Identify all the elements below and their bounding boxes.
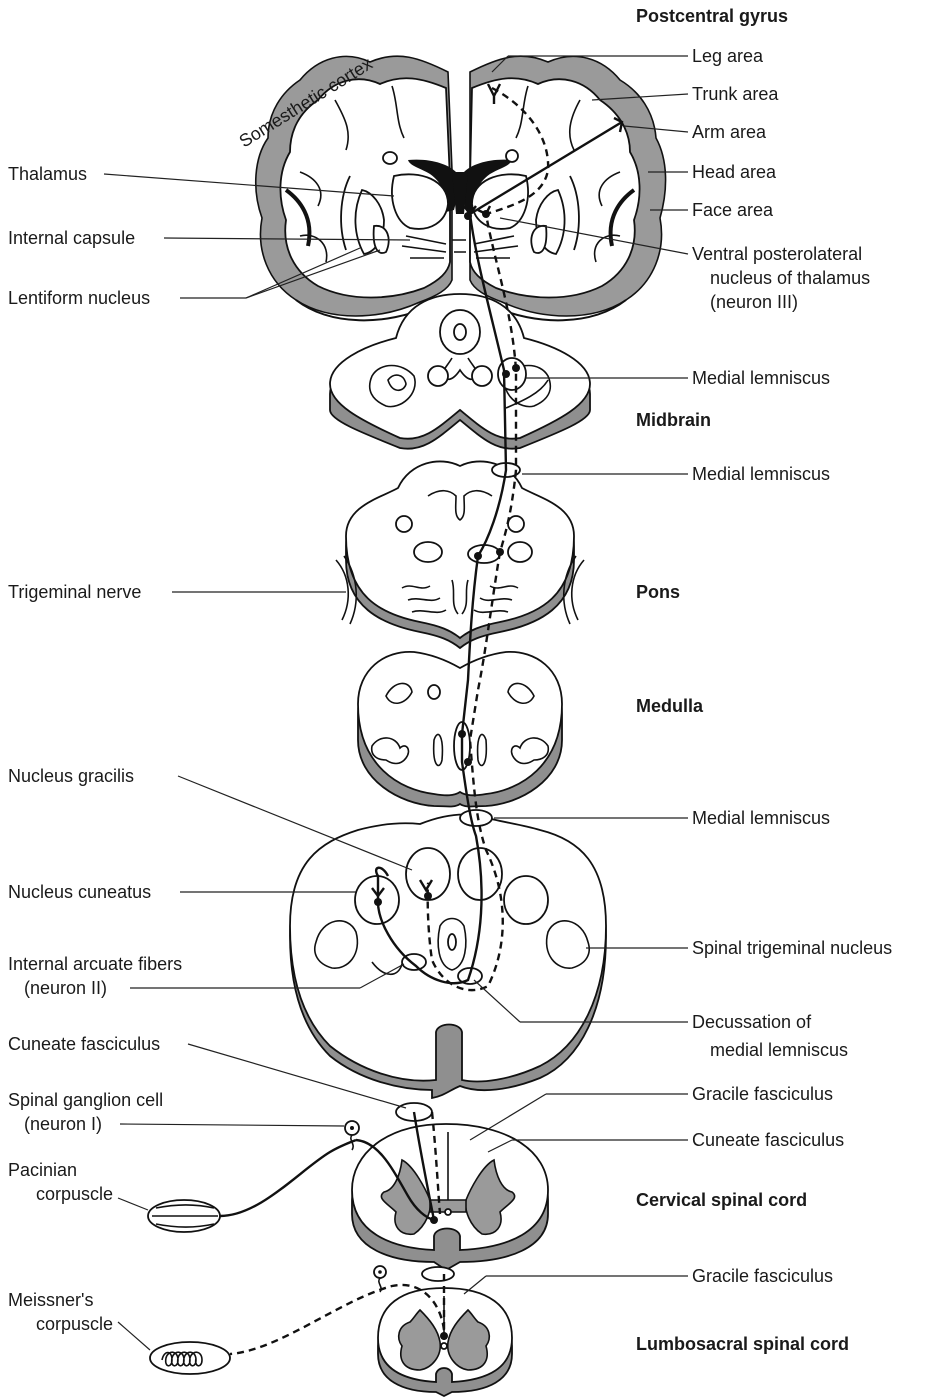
label-gracile-fasciculus-1: Gracile fasciculus — [692, 1084, 833, 1104]
label-trigeminal-nerve: Trigeminal nerve — [8, 582, 141, 602]
label-meissner-line1: Meissner's — [8, 1290, 93, 1310]
label-cuneate-fasciculus-right: Cuneate fasciculus — [692, 1130, 844, 1150]
label-internal-arcuate-line1: Internal arcuate fibers — [8, 954, 182, 974]
label-pons: Pons — [636, 582, 680, 602]
label-spinal-ganglion-line2: (neuron I) — [24, 1114, 102, 1134]
label-medulla: Medulla — [636, 696, 704, 716]
label-head-area: Head area — [692, 162, 777, 182]
midbrain-section — [330, 294, 590, 449]
meissner-corpuscle — [150, 1342, 230, 1374]
label-decussation-line2: medial lemniscus — [710, 1040, 848, 1060]
label-gracile-fasciculus-2: Gracile fasciculus — [692, 1266, 833, 1286]
label-medial-lemniscus-3: Medial lemniscus — [692, 808, 830, 828]
pons-section — [346, 461, 574, 648]
label-meissner-line2: corpuscle — [36, 1314, 113, 1334]
label-face-area: Face area — [692, 200, 774, 220]
label-midbrain: Midbrain — [636, 410, 711, 430]
label-thalamus: Thalamus — [8, 164, 87, 184]
label-internal-arcuate-line2: (neuron II) — [24, 978, 107, 998]
label-decussation-line1: Decussation of — [692, 1012, 812, 1032]
label-spinal-ganglion-line1: Spinal ganglion cell — [8, 1090, 163, 1110]
pacinian-corpuscle — [148, 1140, 356, 1232]
label-trunk-area: Trunk area — [692, 84, 779, 104]
label-cervical-spinal-cord: Cervical spinal cord — [636, 1190, 807, 1210]
lower-medulla-section — [290, 814, 606, 1098]
label-lentiform-nucleus: Lentiform nucleus — [8, 288, 150, 308]
label-nucleus-gracilis: Nucleus gracilis — [8, 766, 134, 786]
label-vpl-line3: (neuron III) — [710, 292, 798, 312]
label-leg-area: Leg area — [692, 46, 764, 66]
label-internal-capsule: Internal capsule — [8, 228, 135, 248]
label-spinal-trigeminal-nucleus: Spinal trigeminal nucleus — [692, 938, 892, 958]
label-medial-lemniscus-1: Medial lemniscus — [692, 368, 830, 388]
cervical-cord-section — [352, 1124, 548, 1270]
label-nucleus-cuneatus: Nucleus cuneatus — [8, 882, 151, 902]
label-medial-lemniscus-2: Medial lemniscus — [692, 464, 830, 484]
label-postcentral-gyrus: Postcentral gyrus — [636, 6, 788, 26]
label-lumbosacral-spinal-cord: Lumbosacral spinal cord — [636, 1334, 849, 1354]
label-vpl-line2: nucleus of thalamus — [710, 268, 870, 288]
label-vpl-line1: Ventral posterolateral — [692, 244, 862, 264]
label-pacinian-line1: Pacinian — [8, 1160, 77, 1180]
label-pacinian-line2: corpuscle — [36, 1184, 113, 1204]
label-arm-area: Arm area — [692, 122, 767, 142]
label-cuneate-fasciculus-left: Cuneate fasciculus — [8, 1034, 160, 1054]
